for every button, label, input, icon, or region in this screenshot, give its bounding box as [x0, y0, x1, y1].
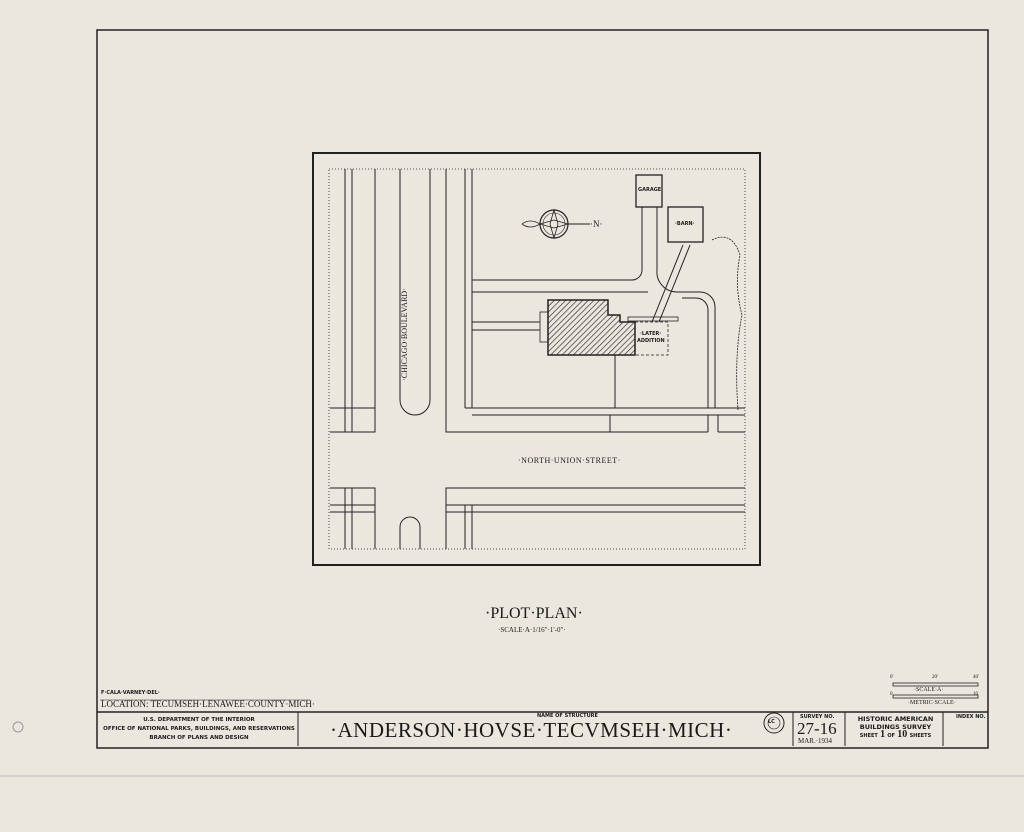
later-addition-label-2: ADDITION	[637, 338, 665, 344]
index-number-label: INDEX NO.	[956, 714, 986, 720]
scale-a-label: ·SCALE·A·	[914, 687, 944, 693]
barn-building	[667, 206, 704, 243]
agency-line-3: BRANCH OF PLANS AND DESIGN	[149, 735, 249, 741]
porch	[539, 311, 549, 343]
delineator: F·CALA·VARNEY·DEL·	[101, 690, 160, 696]
scale-bars	[892, 682, 979, 699]
north-label: ·N·	[590, 219, 603, 229]
of-label: OF	[887, 733, 896, 739]
metric-tick-1: 10	[973, 692, 978, 697]
agency-block: U.S. DEPARTMENT OF THE INTERIOR OFFICE O…	[100, 716, 298, 743]
metric-scale-label: ·METRIC·SCALE·	[908, 700, 956, 706]
compass-rose-icon	[521, 208, 590, 240]
driveways	[472, 207, 716, 408]
tree-line	[711, 236, 743, 411]
chicago-boulevard-label: ·CHICAGO·BOULEVARD·	[399, 288, 409, 381]
drawing-scale-note: ·SCALE·A·1/16"·1'-0"·	[498, 626, 566, 634]
title-block-lines	[97, 699, 988, 746]
scale-a-tick-1: 20'	[932, 675, 938, 680]
seal-text: LC	[768, 719, 775, 725]
property-line	[328, 168, 746, 550]
sheet-border	[96, 29, 989, 749]
name-of-structure-label: NAME OF STRUCTURE	[537, 713, 598, 719]
scale-a-tick-2: 40'	[973, 675, 979, 680]
drawing-title: ·PLOT·PLAN·	[485, 605, 583, 622]
garage-building	[635, 174, 663, 208]
habs-block: HISTORIC AMERICAN BUILDINGS SURVEY SHEET…	[848, 715, 943, 740]
sheet-count: SHEET 1 OF 10 SHEETS	[848, 729, 943, 740]
seal-icon	[763, 712, 785, 734]
sheet-number: 1	[880, 729, 886, 740]
habs-line-1: HISTORIC AMERICAN	[857, 715, 934, 723]
agency-line-2: OFFICE OF NATIONAL PARKS, BUILDINGS, AND…	[103, 726, 295, 732]
streets	[330, 169, 745, 549]
plot-frame	[312, 152, 761, 566]
location: LOCATION: TECUMSEH·LENAWEE·COUNTY·MICH·	[101, 699, 315, 709]
later-addition	[634, 321, 669, 356]
later-addition-label-1: ·LATER·	[640, 331, 662, 337]
metric-tick-0: 0	[890, 692, 893, 697]
habs-line-2: BUILDINGS SURVEY	[859, 723, 932, 731]
house-footprint	[547, 299, 636, 356]
punch-hole	[12, 721, 24, 733]
scale-a-tick-0: 0'	[890, 675, 894, 680]
survey-label: SURVEY NO.	[800, 714, 835, 720]
survey-number: 27-16	[797, 719, 837, 738]
sheet-total: 10	[897, 729, 908, 740]
agency-line-1: U.S. DEPARTMENT OF THE INTERIOR	[143, 717, 255, 723]
sheets-label: SHEETS	[909, 733, 932, 739]
sheet-label: SHEET	[859, 733, 878, 739]
north-union-street-label: ·NORTH·UNION·STREET·	[518, 456, 621, 465]
survey-date: MAR.·1934	[798, 737, 833, 745]
barn-label: ·BARN·	[675, 221, 695, 227]
structure-name: ·ANDERSON·HOVSE·TECVMSEH·MICH·	[330, 718, 733, 742]
garage-label: GARAGE	[638, 187, 662, 193]
